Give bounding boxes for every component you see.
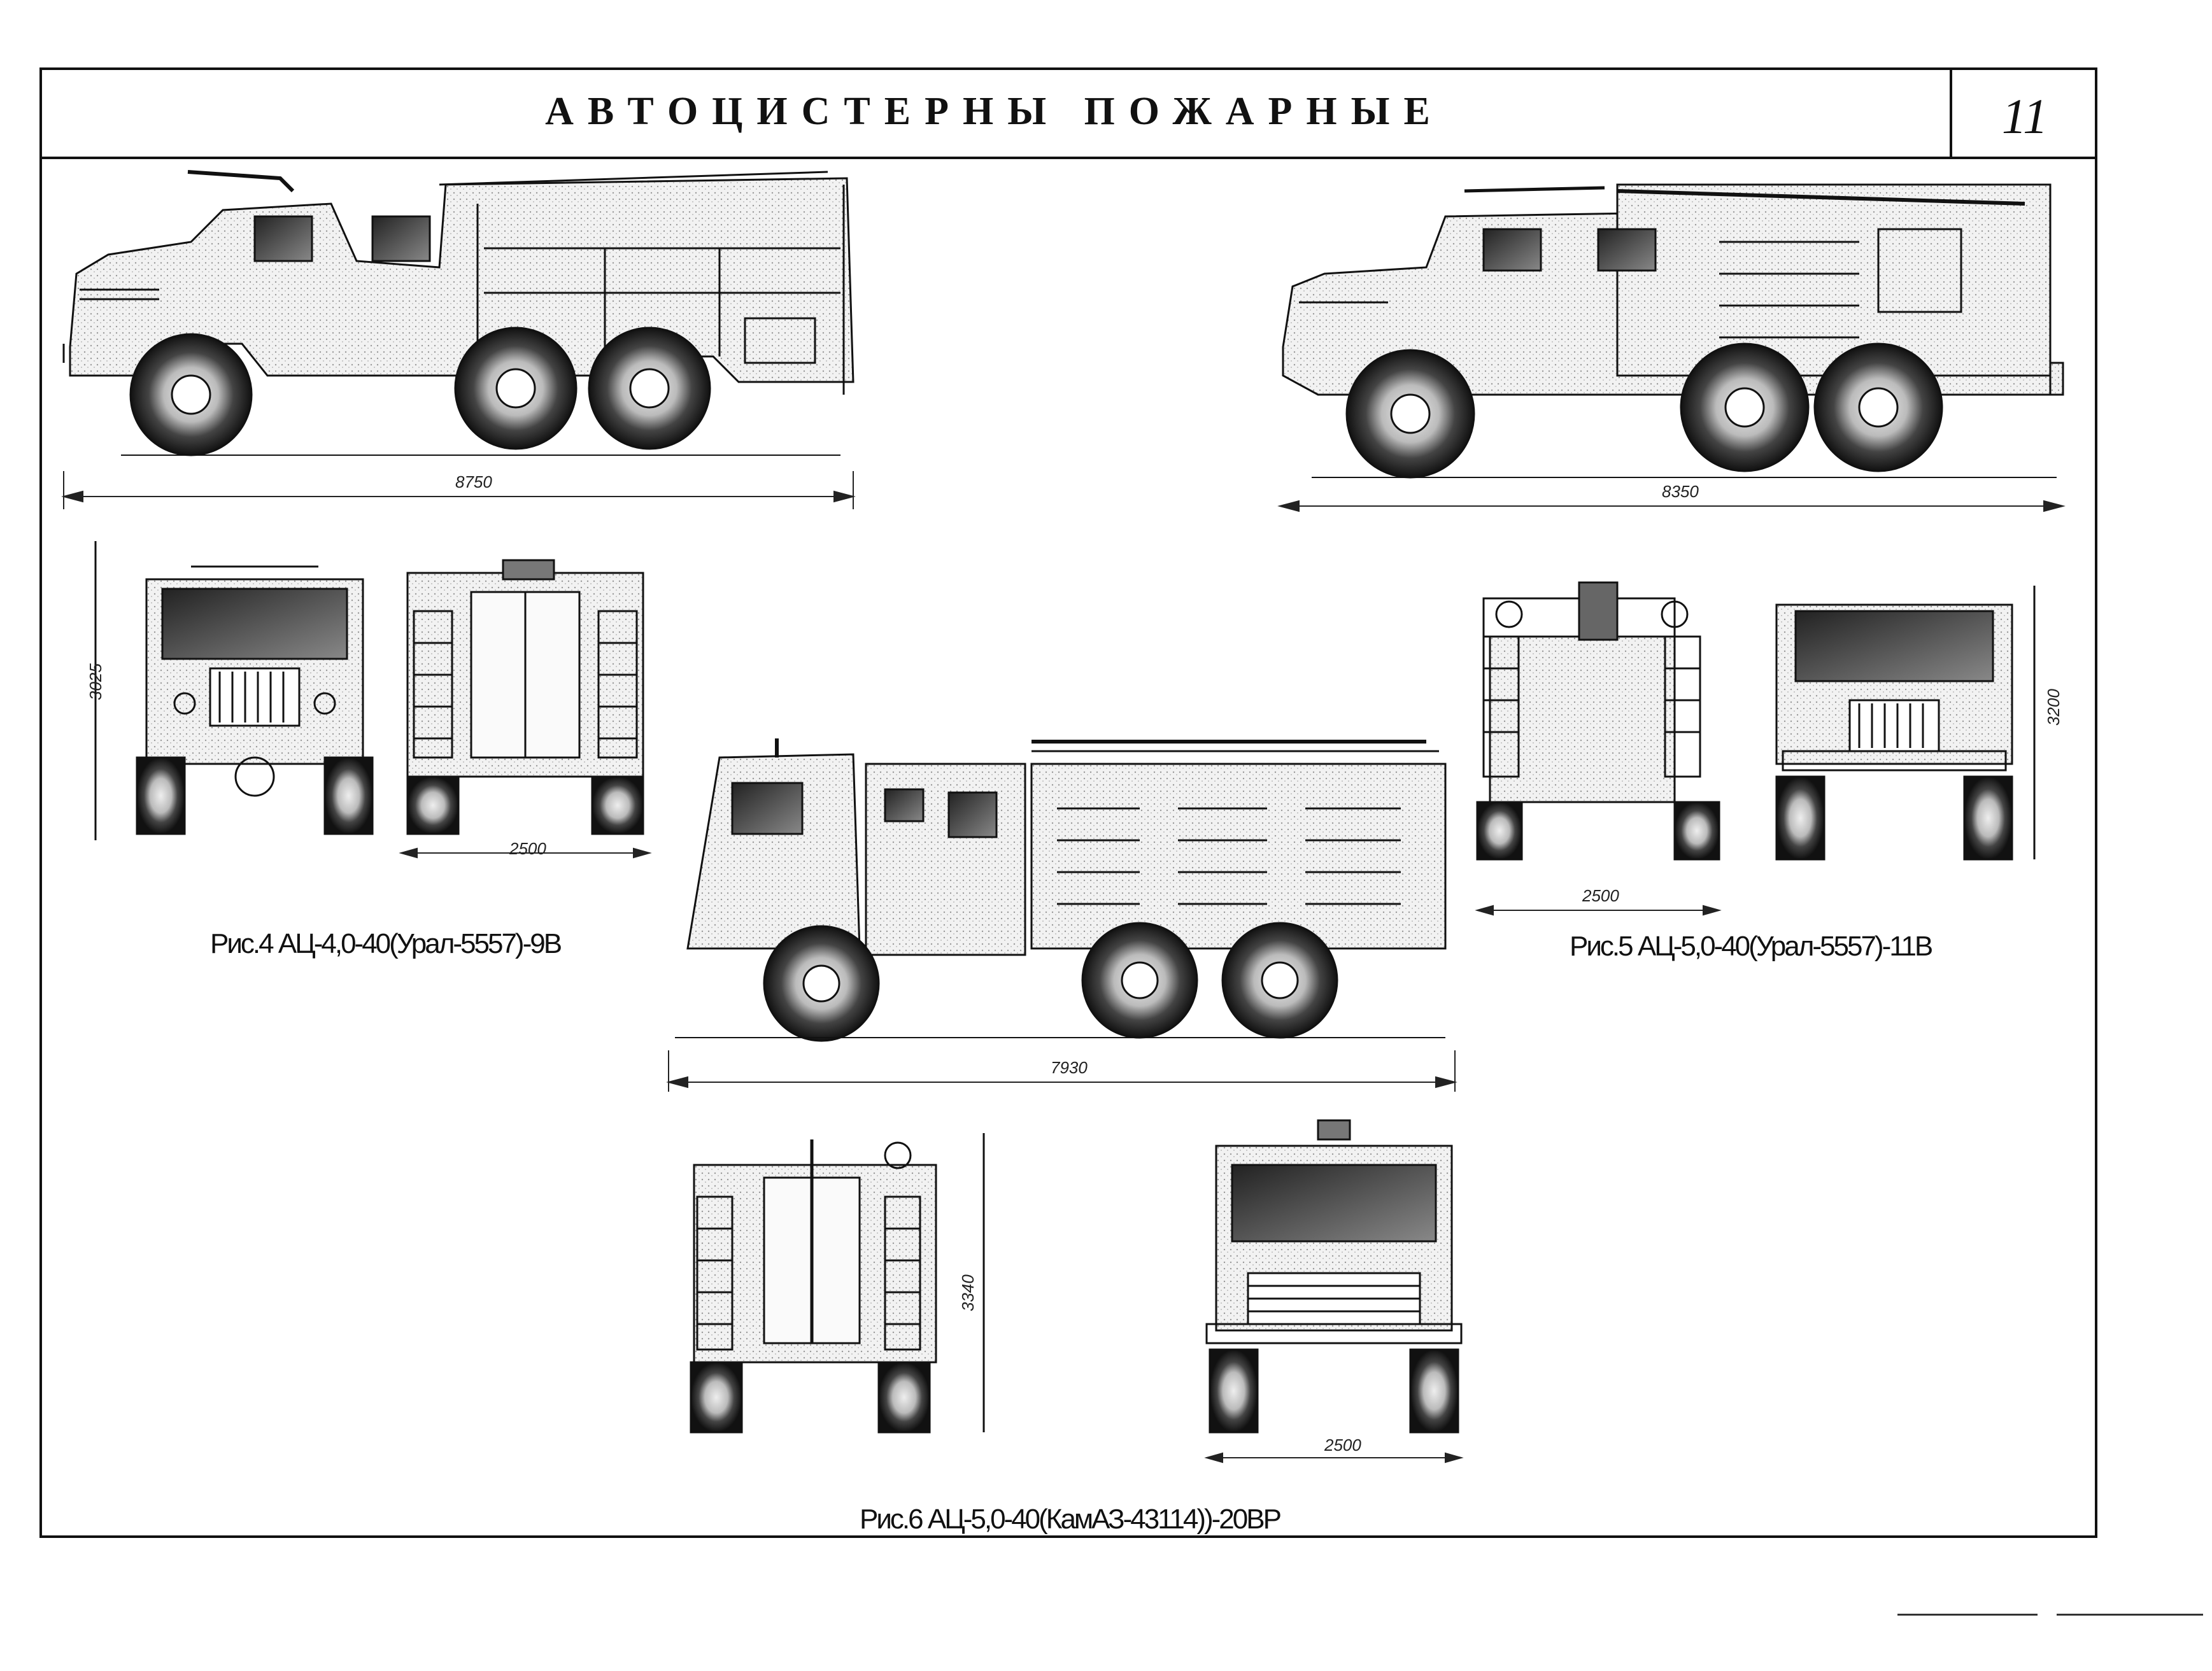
fig4-width-dimension <box>399 847 652 859</box>
fig6-width-dimension <box>1204 1452 1464 1463</box>
page-title: АВТОЦИСТЕРНЫ ПОЖАРНЫЕ <box>545 90 1444 133</box>
fig5-front-view <box>1775 586 2036 861</box>
fig6-front-view <box>1205 1119 1463 1434</box>
fig5-rear-view <box>1476 581 1720 861</box>
fig5-height-label: 3200 <box>2044 689 2063 726</box>
fig4-length-dimension <box>61 471 856 509</box>
fig6-length-label: 7930 <box>1051 1058 1088 1077</box>
fig5-width-dimension <box>1475 905 1722 916</box>
fig6-length-dimension <box>666 1050 1457 1092</box>
fig4-width-label: 2500 <box>509 839 546 858</box>
fig5-side-view <box>1282 183 2064 479</box>
title-block-divider <box>1950 67 1952 159</box>
scan-mark <box>1897 1614 2038 1616</box>
fig4-side-view <box>62 170 854 456</box>
fig5-length-dimension <box>1277 500 2066 512</box>
fig4-length-label: 8750 <box>455 472 492 491</box>
fig4-height-label: 3025 <box>86 663 105 700</box>
fig5-width-label: 2500 <box>1582 886 1619 905</box>
sheet-frame <box>39 67 2097 1538</box>
fig5-length-label: 8350 <box>1662 482 1699 501</box>
fig6-rear-view <box>690 1133 985 1434</box>
fig4-rear-view <box>406 559 644 835</box>
fig6-width-label: 2500 <box>1324 1435 1361 1455</box>
title-block <box>39 67 2097 159</box>
fig6-caption: Рис.6 АЦ-5,0-40(КамАЗ-43114))-20ВР <box>860 1504 1282 1535</box>
fig4-caption: Рис.4 АЦ-4,0-40(Урал-5557)-9В <box>210 928 562 959</box>
fig5-caption: Рис.5 АЦ-5,0-40(Урал-5557)-11В <box>1570 931 1933 962</box>
fig6-side-view <box>675 738 1447 1042</box>
fig4-front-view <box>94 541 374 840</box>
page-number: 11 <box>2001 88 2048 144</box>
scan-mark <box>2057 1614 2203 1616</box>
fig6-height-label: 3340 <box>958 1274 977 1311</box>
